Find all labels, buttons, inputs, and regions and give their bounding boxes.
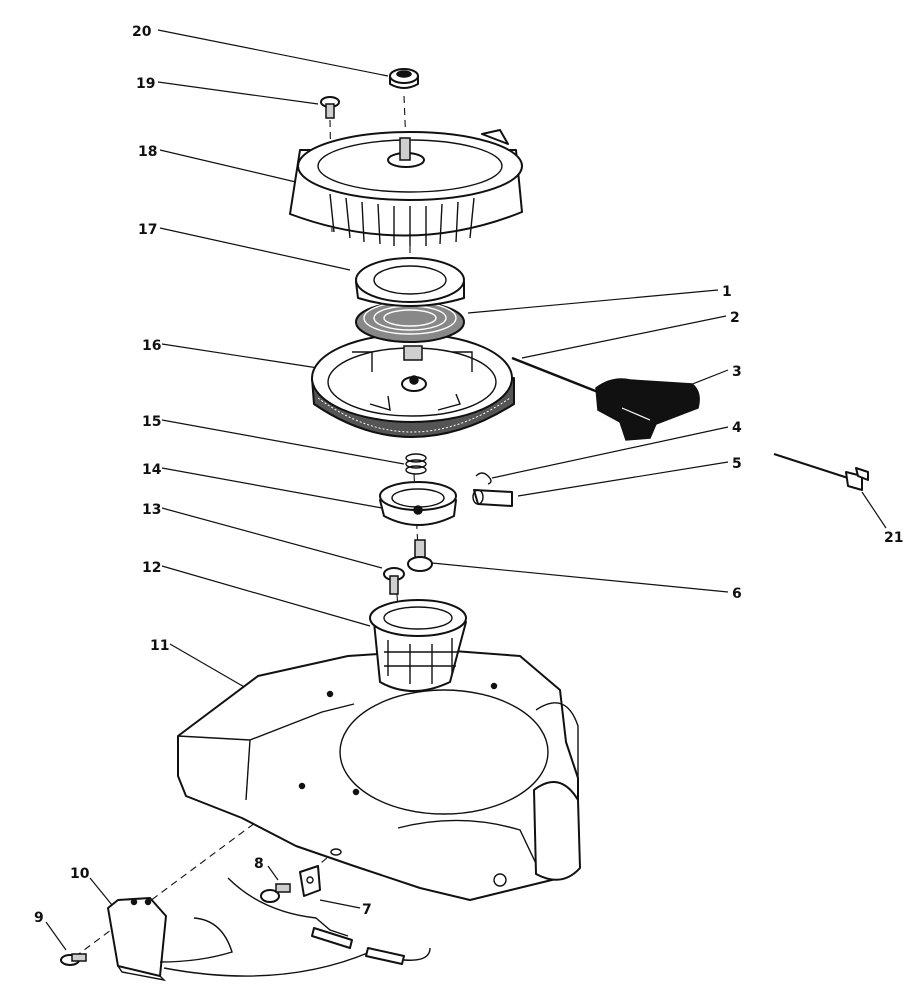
- ignition-box: [107, 897, 233, 982]
- screw-9: [60, 953, 87, 966]
- label-5: 5: [732, 456, 742, 472]
- pawl-spring-4: [475, 472, 492, 485]
- part-labels: 20 19 18 17 1 2 16 3 15 4 14 5 13 21 12 …: [34, 24, 903, 926]
- starter-handle: [595, 378, 700, 441]
- center-stud: [399, 137, 411, 161]
- label-3: 3: [732, 364, 742, 380]
- label-4: 4: [732, 420, 742, 436]
- label-10: 10: [70, 866, 90, 882]
- label-11: 11: [150, 638, 169, 654]
- pawl-5: [472, 489, 513, 507]
- label-16: 16: [142, 338, 161, 354]
- screw-8: [260, 883, 291, 903]
- starter-cup: [369, 599, 467, 692]
- label-7: 7: [362, 902, 372, 918]
- label-21: 21: [884, 530, 903, 546]
- blower-housing: [177, 649, 581, 901]
- label-8: 8: [254, 856, 264, 872]
- label-9: 9: [34, 910, 44, 926]
- spring-cover: [355, 257, 465, 307]
- starter-housing: [289, 129, 523, 246]
- nut-20: [389, 68, 419, 89]
- label-14: 14: [142, 462, 162, 478]
- label-20: 20: [132, 24, 152, 40]
- screw-13: [383, 567, 405, 595]
- pulley: [311, 333, 515, 438]
- label-6: 6: [732, 586, 742, 602]
- label-19: 19: [136, 76, 155, 92]
- small-spring: [405, 453, 427, 475]
- label-18: 18: [138, 144, 157, 160]
- terminal-7: [299, 865, 321, 897]
- rope-clip-21: [773, 453, 869, 491]
- screw-19: [320, 96, 340, 119]
- leader-lines: [45, 29, 887, 951]
- label-2: 2: [730, 310, 740, 326]
- label-17: 17: [138, 222, 157, 238]
- label-13: 13: [142, 502, 161, 518]
- label-1: 1: [722, 284, 732, 300]
- recoil-spring: [355, 301, 465, 343]
- wire-leads: [163, 877, 431, 977]
- label-15: 15: [142, 414, 161, 430]
- starter-rope: [511, 356, 599, 394]
- bolt-6: [407, 539, 433, 572]
- label-12: 12: [142, 560, 161, 576]
- pawl-cup: [379, 481, 457, 526]
